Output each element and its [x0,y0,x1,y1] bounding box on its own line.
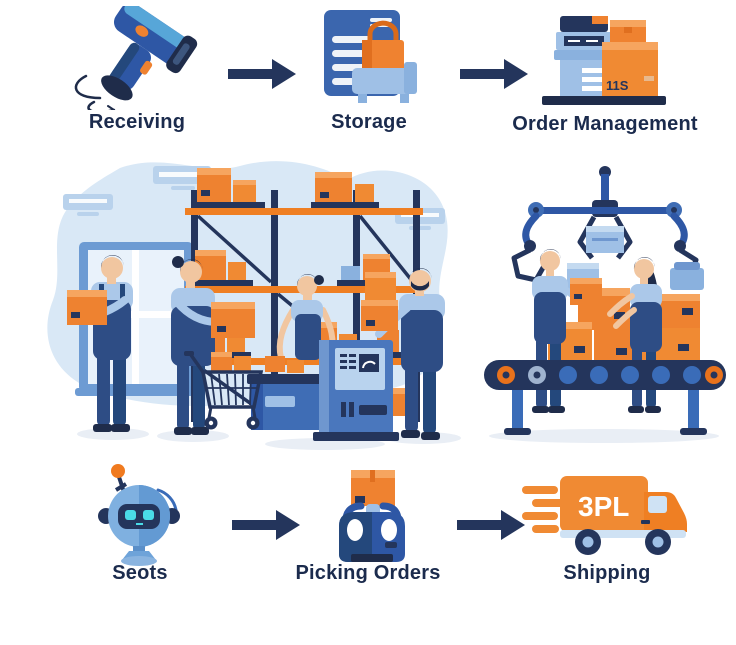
storage-rack-icon [324,10,417,103]
flow-arrow-icon [457,510,525,540]
robotic-arm-conveyor-scene [484,166,726,443]
worker-man-carrying-stack [361,268,445,440]
shelf-boxes [193,168,379,208]
conveyor-belt [484,360,726,435]
barcode-sign [63,194,113,216]
orange-box-stack: 11S [602,20,658,96]
box-gripper-icon [339,470,405,562]
barcode-scanner-icon [74,6,198,110]
floor-shadow [489,429,719,443]
scanner-body [101,6,198,101]
truck-wheels [575,529,671,555]
flow-arrow-icon [232,510,300,540]
robotic-arm [511,166,704,290]
worker-woman-sorting [607,257,662,413]
worker-woman-at-machine [265,274,336,373]
parcel-stack-icon: 11S [542,16,666,105]
step-label-shipping: Shipping [563,562,651,584]
flow-arrow-icon [460,59,528,89]
robot-head [98,485,180,547]
barcode-sign [153,166,211,190]
swoosh-motion-lines [74,74,116,110]
box-code-text: 11S [606,78,629,93]
step-label-order-management: Order Management [512,113,698,135]
pallet-base [542,96,666,105]
step-label-seots: Seots [112,562,168,584]
step-label-storage: Storage [331,111,407,133]
worker-woman-carrying-box [171,256,255,435]
delivery-truck-icon: 3PL [522,476,687,555]
platform-cart [352,62,417,103]
robot-base [121,546,157,566]
robot-icon [98,464,180,566]
packing-machine [247,340,399,441]
antenna [111,464,128,493]
warehouse-scene [47,161,461,450]
picked-box [351,470,395,506]
shopping-cart [184,351,264,430]
flow-arrow-icon [228,59,296,89]
step-label-receiving: Receiving [88,111,186,133]
step-label-picking-orders: Picking Orders [295,562,441,584]
gripper-machine [339,502,405,562]
worker-man-carrying-box [67,255,133,432]
blue-crate-stack [554,16,614,96]
truck-badge-text: 3PL [578,491,629,522]
truck-body: 3PL [560,476,687,538]
